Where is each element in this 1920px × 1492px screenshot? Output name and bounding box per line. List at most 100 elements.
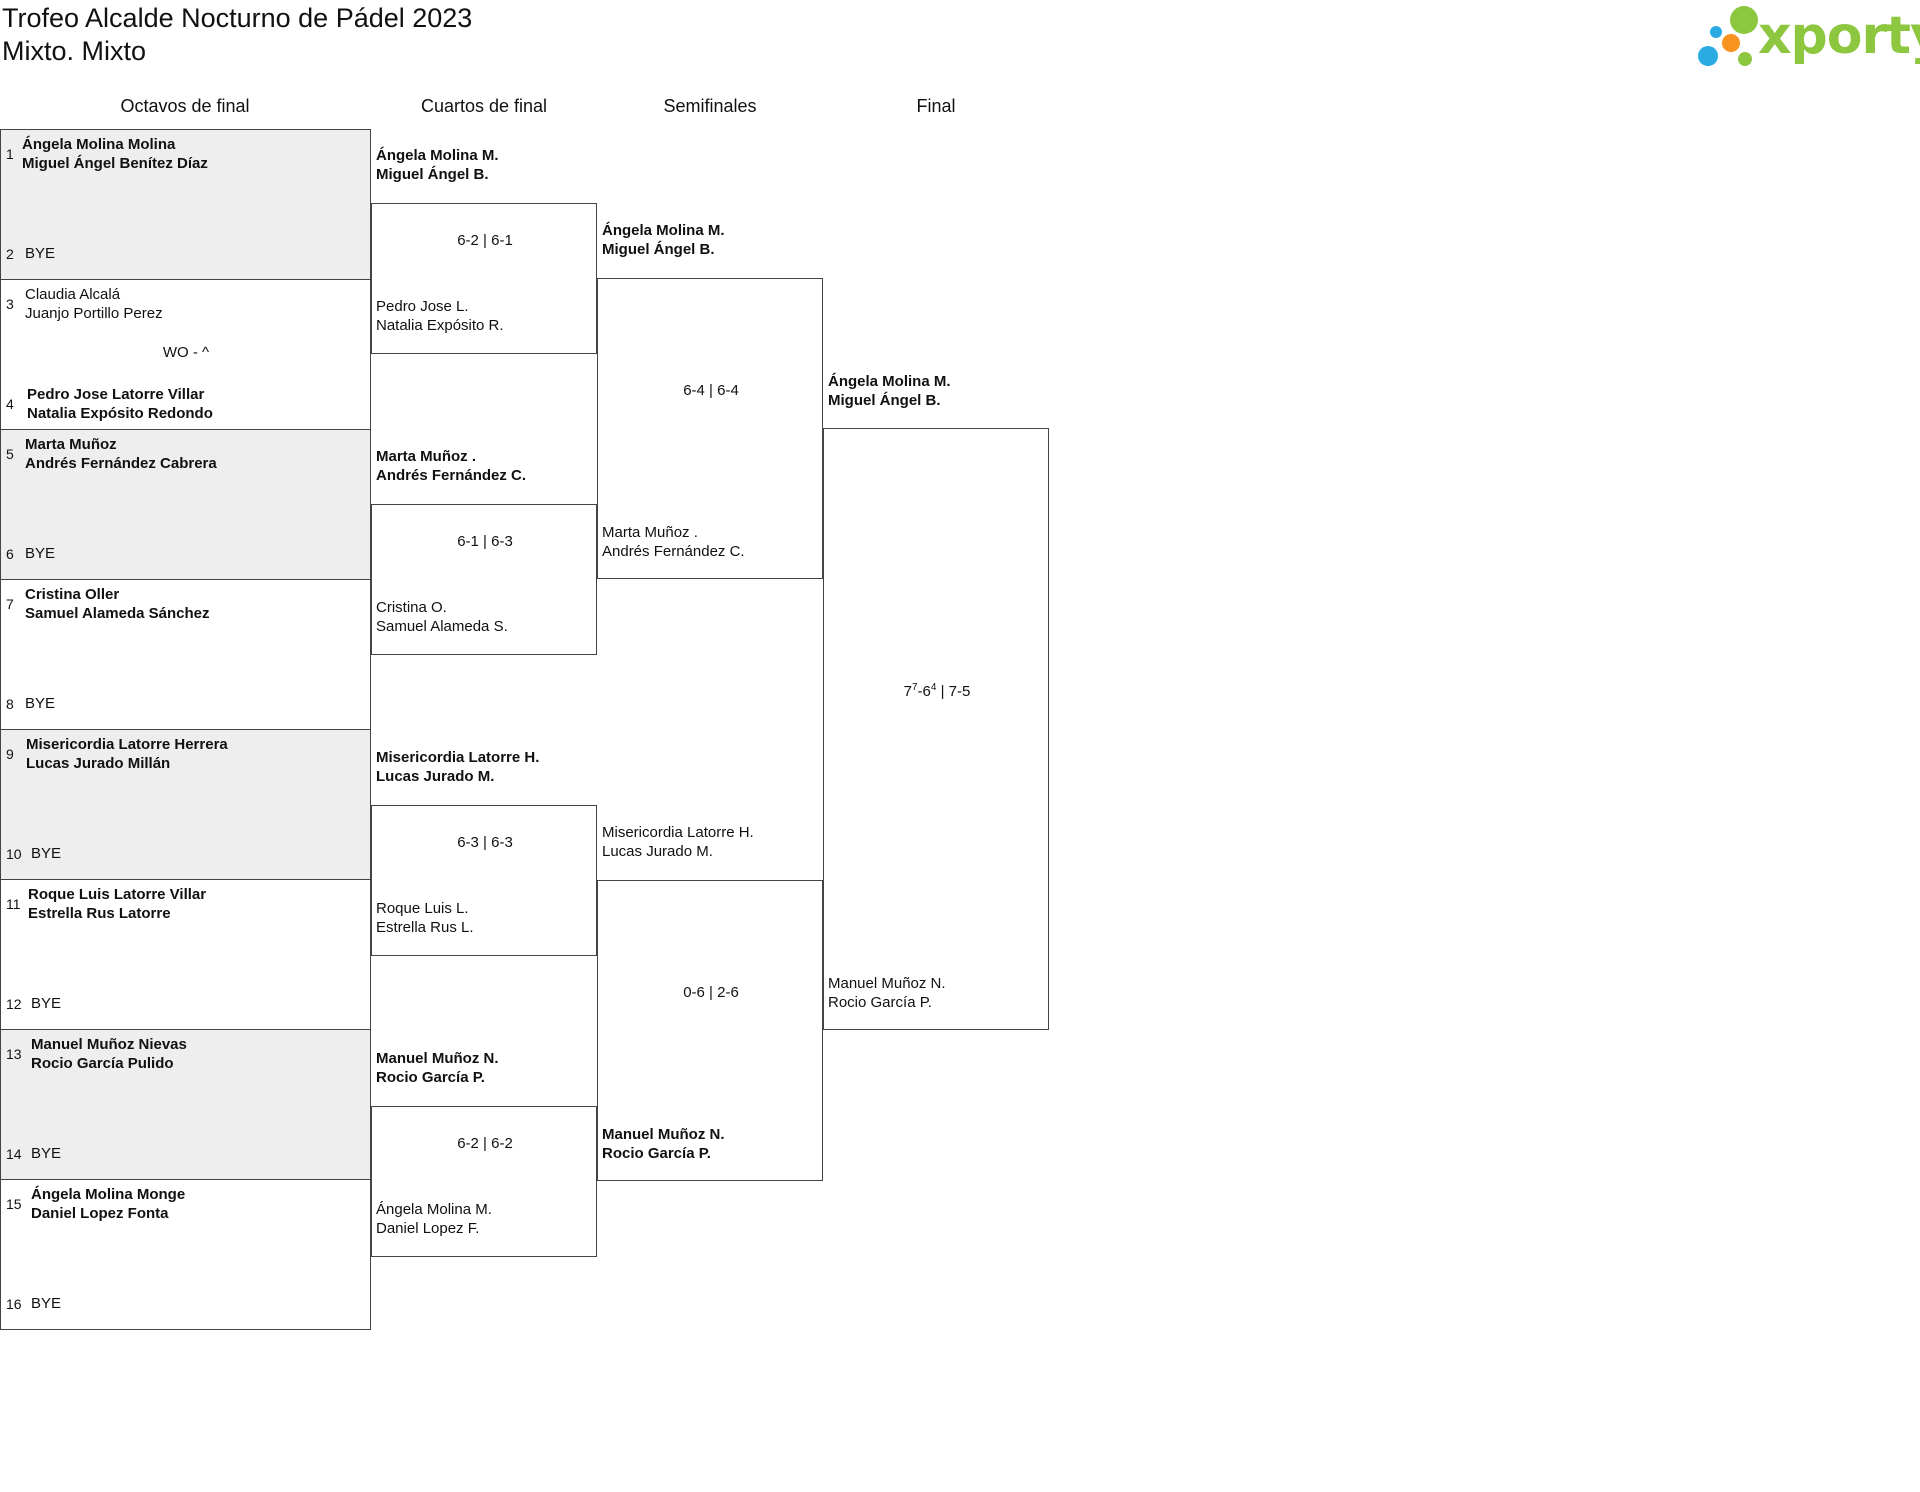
team-player: Manuel Muñoz Nievas bbox=[31, 1036, 187, 1053]
seed-number: 9 bbox=[6, 746, 14, 762]
team-player: Juanjo Portillo Perez bbox=[25, 305, 163, 322]
seed-number: 13 bbox=[6, 1046, 22, 1062]
runner-up-player: Manuel Muñoz N. bbox=[828, 975, 946, 992]
sf-winner-player: Ángela Molina M. bbox=[602, 222, 725, 239]
qf-loser-player: Cristina O. bbox=[376, 599, 447, 616]
team-player: Claudia Alcalá bbox=[25, 286, 121, 303]
set1-b: 6 bbox=[922, 683, 931, 700]
qf-loser-player: Roque Luis L. bbox=[376, 900, 469, 917]
champion-player: Ángela Molina M. bbox=[828, 373, 951, 390]
bye-label: BYE bbox=[25, 245, 56, 262]
team-player: Natalia Expósito Redondo bbox=[27, 405, 213, 422]
team-player: Daniel Lopez Fonta bbox=[31, 1205, 169, 1222]
logo-dot-blue-small bbox=[1710, 26, 1722, 38]
r16-match: 1 Ángela Molina Molina Miguel Ángel Bení… bbox=[0, 129, 371, 280]
logo-dot-orange bbox=[1722, 34, 1740, 52]
seed-number: 8 bbox=[6, 696, 14, 712]
match-score: 6-2 | 6-2 bbox=[457, 1135, 513, 1152]
r16-match: 7 Cristina Oller Samuel Alameda Sánchez … bbox=[0, 579, 371, 730]
runner-up-player: Rocio García P. bbox=[828, 994, 932, 1011]
seed-number: 3 bbox=[6, 296, 14, 312]
sf-winner-player: Manuel Muñoz N. bbox=[602, 1126, 725, 1143]
qf-winner-player: Manuel Muñoz N. bbox=[376, 1050, 499, 1067]
set1-a: 7 bbox=[903, 683, 912, 700]
team-player: Pedro Jose Latorre Villar bbox=[27, 386, 205, 403]
final-score: 77-64 | 7-5 bbox=[903, 682, 971, 700]
seed-number: 16 bbox=[6, 1296, 22, 1312]
logo-dot-green-small bbox=[1738, 52, 1752, 66]
r16-match: 3 Claudia Alcalá Juanjo Portillo Perez W… bbox=[0, 279, 371, 430]
seed-number: 6 bbox=[6, 546, 14, 562]
qf-loser-player: Samuel Alameda S. bbox=[376, 618, 508, 635]
match-score: 6-2 | 6-1 bbox=[457, 232, 513, 249]
sf-winner-player: Miguel Ángel B. bbox=[602, 241, 715, 258]
r16-match: 11 Roque Luis Latorre Villar Estrella Ru… bbox=[0, 879, 371, 1030]
sf-loser-player: Lucas Jurado M. bbox=[602, 843, 713, 860]
qf-loser-player: Natalia Expósito R. bbox=[376, 317, 504, 334]
sf-loser-player: Andrés Fernández C. bbox=[602, 543, 745, 560]
seed-number: 7 bbox=[6, 596, 14, 612]
qf-winner-player: Misericordia Latorre H. bbox=[376, 749, 540, 766]
qf-loser-player: Pedro Jose L. bbox=[376, 298, 469, 315]
team-player: Roque Luis Latorre Villar bbox=[28, 886, 207, 903]
r16-match: 13 Manuel Muñoz Nievas Rocio García Puli… bbox=[0, 1029, 371, 1180]
r16-match: 9 Misericordia Latorre Herrera Lucas Jur… bbox=[0, 729, 371, 880]
champion-player: Miguel Ángel B. bbox=[828, 392, 941, 409]
round-header-final: Final bbox=[916, 96, 956, 116]
round-header-qf: Cuartos de final bbox=[420, 96, 548, 116]
set1-a-tiebreak: 7 bbox=[911, 682, 918, 693]
sf-loser-player: Misericordia Latorre H. bbox=[602, 824, 754, 841]
match-score: 6-1 | 6-3 bbox=[457, 533, 513, 550]
bye-label: BYE bbox=[31, 1145, 62, 1162]
qf-winner-player: Lucas Jurado M. bbox=[376, 768, 495, 785]
qf-winner-player: Marta Muñoz . bbox=[376, 448, 476, 465]
sf-loser-player: Marta Muñoz . bbox=[602, 524, 698, 541]
team-player: Ángela Molina Monge bbox=[31, 1186, 186, 1203]
sf-winner-player: Rocio García P. bbox=[602, 1145, 711, 1162]
seed-number: 12 bbox=[6, 996, 22, 1012]
qf-match: 6-2 | 6-2 Ángela Molina M. Daniel Lopez … bbox=[371, 1106, 597, 1257]
bye-label: BYE bbox=[25, 545, 56, 562]
team-player: Cristina Oller bbox=[25, 586, 120, 603]
qf-loser-player: Ángela Molina M. bbox=[376, 1201, 492, 1218]
qf-match: 6-3 | 6-3 Roque Luis L. Estrella Rus L. bbox=[371, 805, 597, 956]
team-player: Samuel Alameda Sánchez bbox=[25, 605, 210, 622]
team-player: Estrella Rus Latorre bbox=[28, 905, 171, 922]
page-subtitle: Mixto. Mixto bbox=[2, 36, 147, 66]
match-score: 6-3 | 6-3 bbox=[457, 834, 513, 851]
logo-text: xporty bbox=[1758, 6, 1920, 66]
round-header-r16: Octavos de final bbox=[120, 96, 250, 116]
team-player: Rocio García Pulido bbox=[31, 1055, 174, 1072]
qf-winner-player: Ángela Molina M. bbox=[376, 147, 499, 164]
xporty-logo[interactable]: xporty bbox=[1694, 4, 1920, 68]
seed-number: 2 bbox=[6, 246, 14, 262]
page-title: Trofeo Alcalde Nocturno de Pádel 2023 bbox=[2, 3, 473, 33]
team-player: Misericordia Latorre Herrera bbox=[26, 736, 228, 753]
qf-winner-player: Andrés Fernández C. bbox=[376, 467, 527, 484]
bye-label: BYE bbox=[31, 1295, 62, 1312]
qf-match: 6-1 | 6-3 Cristina O. Samuel Alameda S. bbox=[371, 504, 597, 655]
team-player: Andrés Fernández Cabrera bbox=[25, 455, 217, 472]
seed-number: 5 bbox=[6, 446, 14, 462]
seed-number: 15 bbox=[6, 1196, 22, 1212]
team-player: Miguel Ángel Benítez Díaz bbox=[22, 155, 208, 172]
set2-score: | 7-5 bbox=[940, 683, 971, 700]
round-header-sf: Semifinales bbox=[663, 96, 757, 116]
match-score: WO - ^ bbox=[162, 344, 210, 361]
r16-match: 15 Ángela Molina Monge Daniel Lopez Font… bbox=[0, 1179, 371, 1330]
team-player: Lucas Jurado Millán bbox=[26, 755, 171, 772]
r16-match: 5 Marta Muñoz Andrés Fernández Cabrera 6… bbox=[0, 429, 371, 580]
team-player: Ángela Molina Molina bbox=[22, 136, 176, 153]
qf-winner-player: Miguel Ángel B. bbox=[376, 166, 489, 183]
logo-dot-green bbox=[1730, 6, 1758, 34]
seed-number: 1 bbox=[6, 146, 14, 162]
sf-match: 0-6 | 2-6 Manuel Muñoz N. Rocio García P… bbox=[597, 880, 823, 1181]
logo-dot-blue bbox=[1698, 46, 1718, 66]
match-score: 6-4 | 6-4 bbox=[683, 382, 739, 399]
qf-match: 6-2 | 6-1 Pedro Jose L. Natalia Expósito… bbox=[371, 203, 597, 354]
match-score: 0-6 | 2-6 bbox=[683, 984, 739, 1001]
set1-b-tiebreak: 4 bbox=[930, 682, 937, 693]
seed-number: 4 bbox=[6, 396, 14, 412]
bye-label: BYE bbox=[31, 995, 62, 1012]
qf-loser-player: Estrella Rus L. bbox=[376, 919, 474, 936]
